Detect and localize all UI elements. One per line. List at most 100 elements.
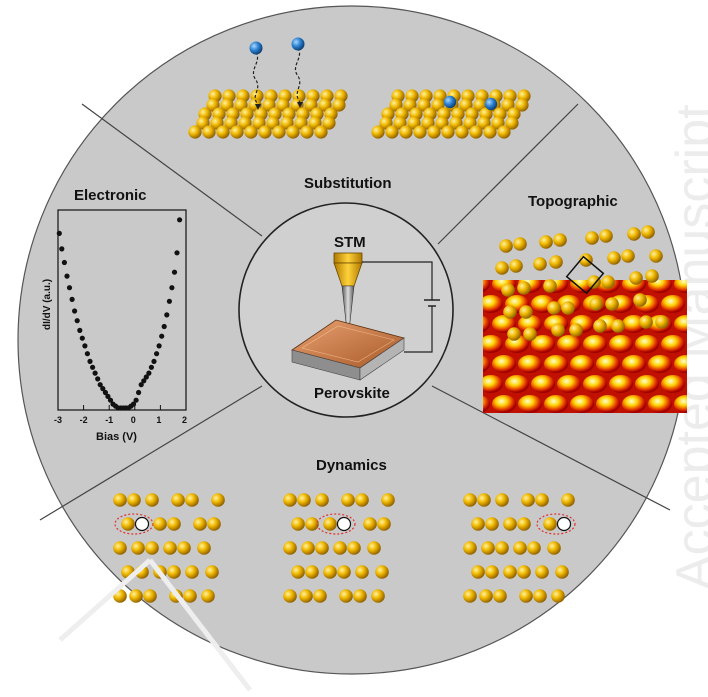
lattice-atom (171, 493, 185, 507)
lattice-atom (499, 239, 513, 253)
spectrum-point (64, 273, 70, 279)
spectrum-point (166, 298, 172, 304)
stm-bump (483, 315, 490, 333)
slab-atom (314, 125, 328, 139)
background-swoosh (58, 558, 252, 692)
stm-bump (492, 315, 516, 333)
lattice-atom (485, 517, 499, 531)
lattice-atom (299, 589, 313, 603)
lattice-atom (587, 275, 601, 289)
lattice-atom (371, 589, 385, 603)
lattice-atom (211, 493, 225, 507)
lattice-atom (471, 565, 485, 579)
dynamics-label: Dynamics (316, 457, 387, 474)
lattice-atom (547, 301, 561, 315)
lattice-atom (503, 565, 517, 579)
x-tick-label: -1 (105, 415, 113, 425)
lattice-atom (201, 589, 215, 603)
x-tick-label: 2 (182, 415, 187, 425)
lattice-atom (611, 319, 625, 333)
lattice-atom (185, 565, 199, 579)
lattice-atom (519, 589, 533, 603)
stm-bump (661, 335, 685, 353)
lattice-atom (153, 517, 167, 531)
spectrum-point (77, 327, 83, 333)
lattice-atom (493, 589, 507, 603)
adatom-blue-1 (249, 41, 263, 55)
stm-bump (483, 335, 503, 353)
lattice-atom (607, 251, 621, 265)
x-tick-label: 1 (156, 415, 161, 425)
stm-bump (609, 375, 633, 393)
slab-atom (505, 116, 519, 130)
hop-marker (114, 513, 154, 535)
lattice-atom (337, 565, 351, 579)
lattice-atom (521, 493, 535, 507)
hop-marker (316, 513, 356, 535)
lattice-atom (463, 493, 477, 507)
stm-image (483, 280, 687, 413)
lattice-atom (205, 565, 219, 579)
hop-marker (536, 513, 576, 535)
lattice-atom (547, 541, 561, 555)
slab-atom (272, 125, 286, 139)
lattice-atom (355, 493, 369, 507)
slab-atom (216, 125, 230, 139)
stm-bump (609, 335, 633, 353)
spectrum-point (87, 358, 93, 364)
lattice-atom (177, 541, 191, 555)
lattice-atom (561, 493, 575, 507)
stm-tip-icon (333, 252, 440, 353)
x-tick-label: -3 (54, 415, 62, 425)
spectrum-point (133, 397, 139, 403)
lattice-atom (113, 541, 127, 555)
lattice-atom (535, 493, 549, 507)
lattice-atom (621, 249, 635, 263)
x-axis-label: Bias (V) (96, 431, 137, 443)
lattice-atom (339, 589, 353, 603)
spectrum-point (143, 374, 149, 380)
lattice-atom (477, 493, 491, 507)
spectrum-point (61, 259, 67, 266)
spectrum-point (151, 358, 157, 364)
lattice-atom (503, 517, 517, 531)
electronic-label: Electronic (74, 187, 147, 204)
topographic-panel (483, 225, 687, 413)
lattice-atom (145, 541, 159, 555)
spectrum-point (84, 351, 90, 357)
stm-bump (622, 355, 646, 373)
lattice-atom (131, 541, 145, 555)
y-axis-label: dI/dV (a.u.) (42, 279, 53, 330)
spectrum-point (107, 397, 114, 403)
lattice-atom (185, 493, 199, 507)
lattice-atom (645, 269, 659, 283)
stm-bump (531, 375, 555, 393)
lattice-atom (333, 541, 347, 555)
spectrum-point (177, 217, 183, 223)
lattice-atom (305, 517, 319, 531)
stm-bump (557, 375, 581, 393)
substituted-atom (484, 97, 498, 111)
slab-atom (371, 125, 385, 139)
lattice-atom (495, 541, 509, 555)
spectrum-point (141, 378, 147, 384)
stm-bump (557, 335, 581, 353)
lattice-atom (517, 565, 531, 579)
perovskite-label: Perovskite (314, 385, 390, 402)
stm-bump (544, 355, 568, 373)
substitution-slab-before (188, 89, 348, 139)
lattice-atom (601, 275, 615, 289)
spectrum-point (136, 389, 142, 396)
spectrum-point (161, 323, 167, 330)
lattice-atom (605, 297, 619, 311)
lattice-atom (283, 589, 297, 603)
lattice-atom (481, 541, 495, 555)
slab-atom (188, 125, 202, 139)
spectrum-point (100, 386, 106, 392)
lattice-atom (551, 323, 565, 337)
stm-bump (648, 355, 672, 373)
stm-bump (483, 395, 490, 413)
lattice-atom (353, 589, 367, 603)
